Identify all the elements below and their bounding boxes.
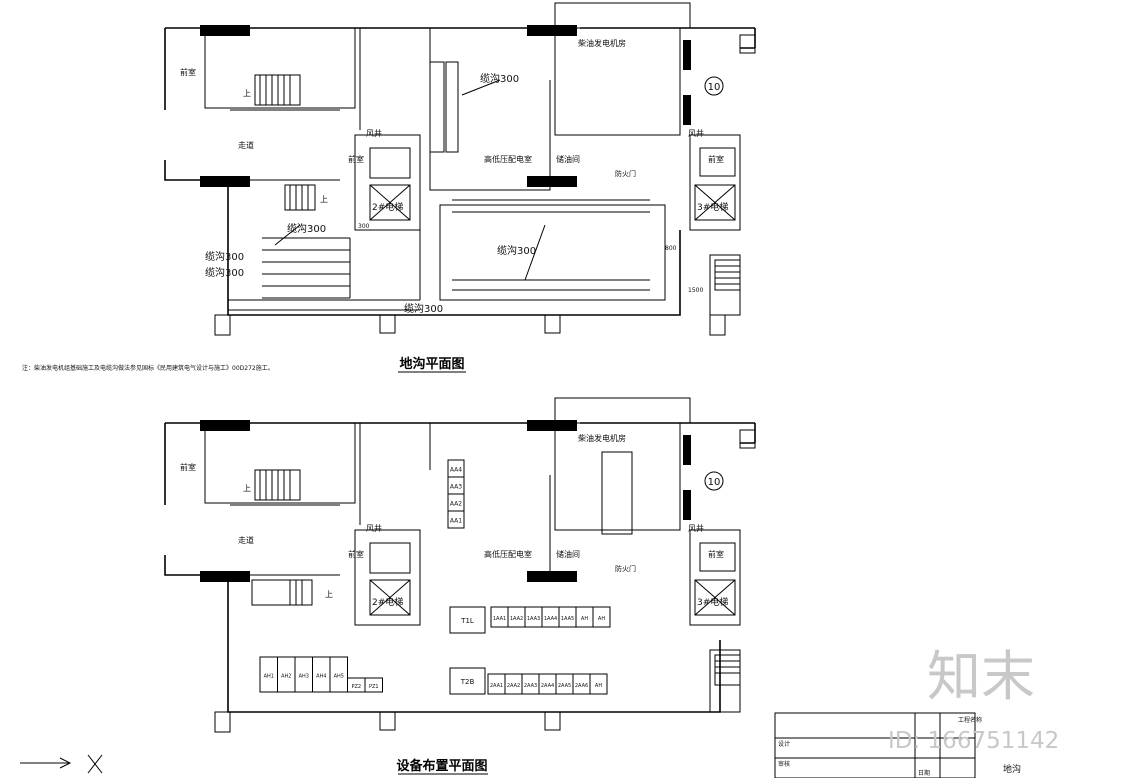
title-block-date: 日期	[918, 769, 930, 777]
trench-label: 缆沟300	[497, 244, 536, 257]
stair-up-label: 上	[243, 89, 251, 98]
wall-block	[527, 25, 577, 36]
cabinet-aa-label: AA3	[450, 484, 462, 491]
trench-plan: 10 前室 走道 上 上 前室 前室 风井 风井 2#电梯 3#电梯 高低压配电…	[22, 2, 756, 373]
plan-title: 地沟平面图	[399, 356, 464, 372]
transformer-t2-box	[449, 667, 486, 695]
north-arrow-icon	[20, 754, 103, 774]
cabinet-ah-label: PZ1	[369, 684, 379, 690]
wall-block	[527, 176, 577, 187]
room-label-generator: 柴油发电机房	[578, 38, 626, 48]
room-label-front-3: 前室	[708, 154, 724, 164]
cabinet-t2-row-box	[589, 673, 608, 695]
trench-label: 缆沟300	[205, 250, 244, 263]
stair-up-label: 上	[243, 484, 251, 493]
transformer-t1-label: T1L	[460, 617, 474, 625]
cabinet-t2-row-label: 2AA4	[541, 683, 554, 689]
room-label-elevator-3: 3#电梯	[697, 201, 728, 213]
trench-label: 缆沟300	[480, 72, 519, 85]
transformer-t1-box	[449, 606, 486, 634]
wall-block	[200, 25, 250, 36]
cabinet-t1-row-label: AH	[581, 616, 588, 622]
room-label-front-3: 前室	[708, 549, 724, 559]
dimension-label: 300	[358, 223, 370, 230]
room-label-front: 前室	[180, 67, 196, 77]
cabinet-aa-label: AA2	[450, 501, 462, 508]
equipment-plan: 10 前室 走道 上 上 前室 前室 风井 风井 2#电梯 3#电梯 高低压配电…	[164, 397, 756, 775]
cabinet-ah-label: PZ2	[351, 684, 361, 690]
room-label-front-2: 前室	[348, 154, 364, 164]
cabinet-t1-row-label: 1AA4	[544, 616, 557, 622]
cabinet-t1-row-label: AH	[598, 616, 605, 622]
generator-set	[601, 451, 633, 535]
cabinet-t1-row-label: 1AA5	[561, 616, 574, 622]
cabinet-aa-box	[447, 510, 465, 529]
cabinet-t2-row-label: AH	[595, 683, 602, 689]
title-block: 工程名称 设计 审核 日期 地沟	[774, 712, 1021, 778]
watermark-logo: 知末	[927, 645, 1035, 708]
room-label-substation: 高低压配电室	[484, 549, 532, 559]
cabinet-aa-label: AA4	[450, 467, 462, 474]
cabinet-ah-label: AH4	[316, 674, 326, 680]
cabinet-ah-label: AH2	[281, 674, 291, 680]
room-label-shaft: 风井	[688, 523, 704, 533]
title-block-project: 工程名称	[958, 716, 982, 724]
cabinet-t1-row-label: 1AA2	[510, 616, 523, 622]
watermark-id: ID: 166751142	[888, 728, 1059, 754]
cabinet-t2-row-label: 2AA1	[490, 683, 503, 689]
door-label-fire: 防火门	[615, 564, 636, 573]
plan-title: 设备布置平面图	[396, 758, 487, 774]
room-label-elevator-2: 2#电梯	[372, 596, 403, 608]
cabinet-aa-label: AA1	[450, 518, 462, 525]
grid-axis-label: 10	[708, 477, 721, 488]
cabinet-t2-row-label: 2AA3	[524, 683, 537, 689]
stair-up-label: 上	[320, 195, 328, 204]
dimension-label: 1500	[688, 287, 703, 294]
drawing-note: 注：柴油发电机组基础施工及电缆沟做法参见国标《民用建筑电气设计与施工》00D27…	[22, 364, 274, 372]
title-block-drawing-name: 地沟	[1003, 763, 1021, 775]
title-block-design: 设计	[778, 740, 790, 748]
room-label-oil: 储油间	[556, 154, 580, 164]
transformer-t2-label: T2B	[460, 678, 475, 686]
room-label-elevator-2: 2#电梯	[372, 201, 403, 213]
trench-label: 缆沟300	[287, 222, 326, 235]
cabinet-ah-label: AH5	[334, 674, 344, 680]
room-label-corridor: 走道	[238, 140, 254, 150]
trench-label: 缆沟300	[404, 302, 443, 315]
room-label-shaft: 风井	[366, 128, 382, 138]
cabinet-t1-row-box	[592, 606, 611, 628]
cabinet-t1-row-label: 1AA3	[527, 616, 540, 622]
room-label-shaft: 风井	[688, 128, 704, 138]
cabinet-t2-row-label: 2AA5	[558, 683, 571, 689]
grid-axis-bubble	[704, 76, 724, 96]
cabinet-t1-row-label: 1AA1	[493, 616, 506, 622]
cabinet-t2-row-label: 2AA6	[575, 683, 588, 689]
stair-up-label: 上	[325, 590, 333, 599]
room-label-shaft: 风井	[366, 523, 382, 533]
room-label-substation: 高低压配电室	[484, 154, 532, 164]
room-label-oil: 储油间	[556, 549, 580, 559]
room-label-generator: 柴油发电机房	[578, 433, 626, 443]
room-label-front: 前室	[180, 462, 196, 472]
grid-axis-label: 10	[708, 82, 721, 93]
cabinet-ah-label: AH1	[264, 674, 274, 680]
cabinet-ah-box	[364, 677, 383, 693]
title-block-review: 审核	[778, 760, 790, 768]
dimension-label: 800	[665, 245, 677, 252]
cabinet-ah-label: AH3	[299, 674, 309, 680]
room-label-elevator-3: 3#电梯	[697, 596, 728, 608]
room-label-corridor: 走道	[238, 535, 254, 545]
room-label-front-2: 前室	[348, 549, 364, 559]
door-label-fire: 防火门	[615, 169, 636, 178]
cabinet-ah-box	[329, 656, 348, 693]
cabinet-t2-row-label: 2AA2	[507, 683, 520, 689]
wall-block	[200, 176, 250, 187]
trench-label: 缆沟300	[205, 266, 244, 279]
